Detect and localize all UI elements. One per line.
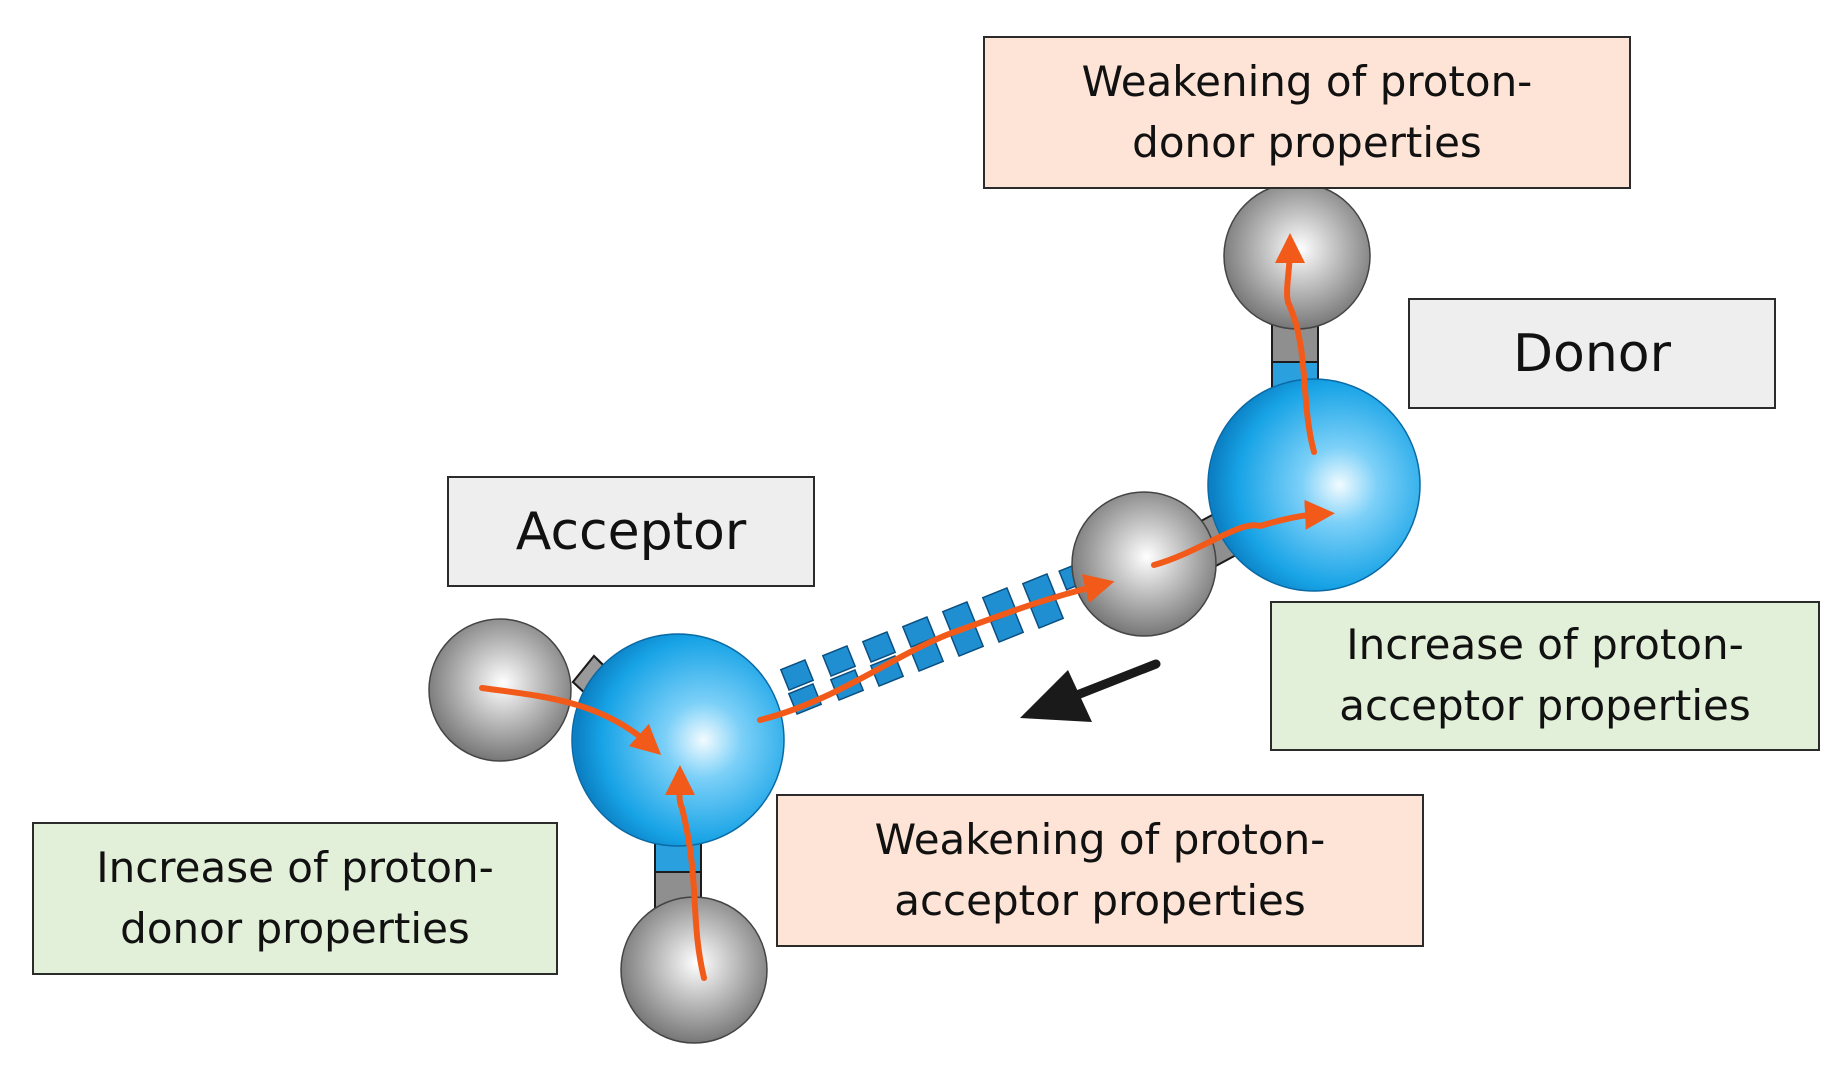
direction-arrow	[1020, 659, 1161, 722]
bridging-hydrogen-atom	[1071, 491, 1217, 637]
donor-oxygen-atom	[1207, 378, 1421, 592]
donor-label: Donor	[1408, 298, 1776, 409]
weakening-proton-donor-text: Weakening of proton- donor properties	[1081, 56, 1533, 167]
flow-arrow-hbond	[757, 574, 1115, 723]
flow-arrow-donor-side	[1151, 499, 1335, 568]
increase-proton-acceptor-label: Increase of proton- acceptor properties	[1270, 601, 1820, 751]
flow-arrow-acceptor-left	[479, 685, 662, 756]
weakening-proton-donor-label: Weakening of proton- donor properties	[983, 36, 1631, 189]
donor-text: Donor	[1512, 323, 1671, 384]
increase-proton-donor-text: Increase of proton- donor properties	[96, 842, 494, 953]
increase-proton-donor-label: Increase of proton- donor properties	[32, 822, 558, 975]
increase-proton-acceptor-text: Increase of proton- acceptor properties	[1339, 620, 1751, 730]
weakening-proton-acceptor-text: Weakening of proton- acceptor properties	[874, 814, 1326, 925]
flow-arrow-acceptor-bottom	[664, 765, 707, 981]
charge-flow-arrows	[479, 233, 1335, 981]
acceptor-label: Acceptor	[447, 476, 815, 587]
acceptor-text: Acceptor	[515, 501, 747, 562]
acceptor-oxygen-atom	[571, 633, 785, 847]
weakening-proton-acceptor-label: Weakening of proton- acceptor properties	[776, 794, 1424, 947]
flow-arrow-donor-top	[1274, 233, 1317, 455]
donor-hydrogen-top	[1223, 182, 1371, 330]
